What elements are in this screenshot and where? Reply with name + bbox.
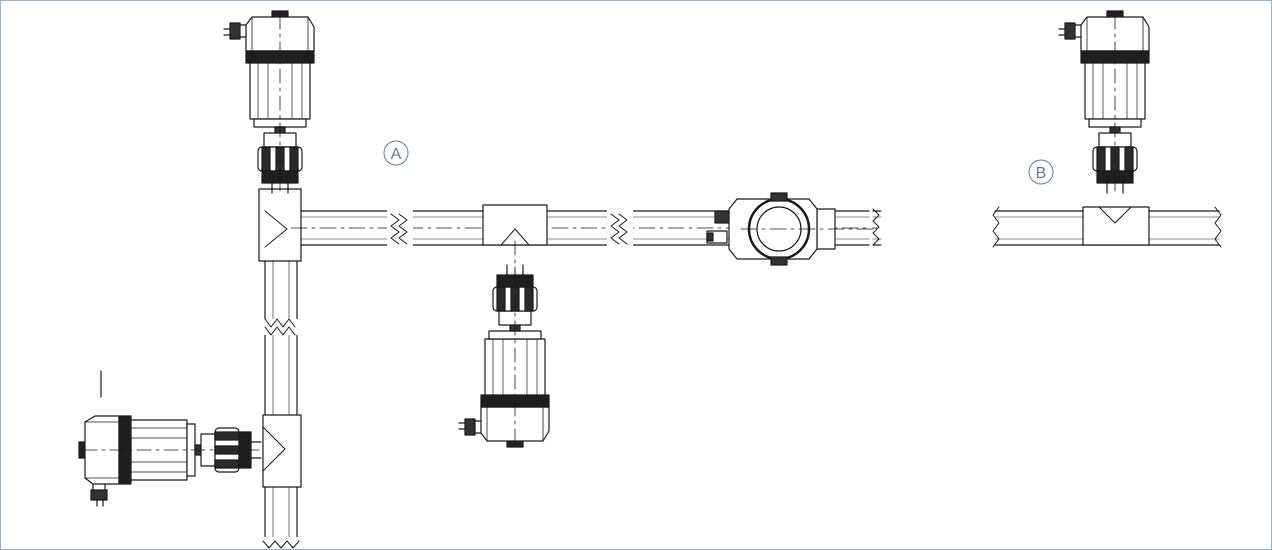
- callout-b-circle: [1028, 159, 1054, 185]
- callout-b-label: B: [1036, 165, 1047, 182]
- callout-a-label: A: [391, 146, 402, 163]
- callout-a-circle: [383, 140, 409, 166]
